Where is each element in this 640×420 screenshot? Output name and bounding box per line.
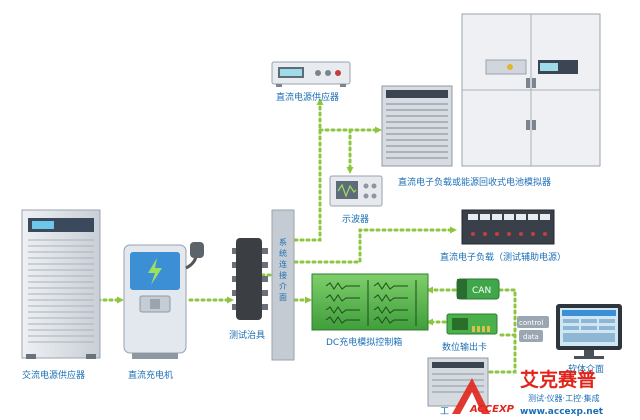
label-control: control xyxy=(519,319,543,327)
watermark xyxy=(452,378,490,414)
label-dc-power-supply: 直流电源供应器 xyxy=(276,91,339,103)
link-panel-to-dcload xyxy=(293,226,457,264)
label-system-panel-1: 系 xyxy=(279,237,287,247)
watermark-logo-text: ACCEXP xyxy=(469,404,515,415)
connection-lines xyxy=(96,98,517,374)
dc-control-box xyxy=(311,273,429,331)
can-module xyxy=(456,278,500,300)
label-system-panel-2: 统 xyxy=(279,248,287,258)
battery-simulator-cabinet xyxy=(461,13,601,167)
label-system-panel-4: 接 xyxy=(279,270,287,280)
test-fixture xyxy=(232,238,268,320)
data-tag xyxy=(519,330,543,342)
dc-charger xyxy=(123,242,204,359)
label-oscilloscope: 示波器 xyxy=(342,213,369,225)
label-dc-control-box: DC充电模拟控制箱 xyxy=(326,336,402,348)
label-dc-load-aux: 直流电子负载（测试辅助电源） xyxy=(440,251,566,263)
ac-power-supply xyxy=(21,209,101,359)
label-system-panel-6: 面 xyxy=(279,293,287,302)
digital-io-card xyxy=(446,313,498,335)
software-monitor xyxy=(556,304,622,359)
system-panel xyxy=(271,209,295,361)
label-test-fixture: 测试治具 xyxy=(229,329,265,341)
label-data: data xyxy=(523,333,539,341)
link-can-to-pc xyxy=(498,288,517,337)
label-software: 软体介面 xyxy=(568,363,604,375)
label-partial: 工 xyxy=(440,407,449,417)
control-tag xyxy=(517,316,549,328)
dc-load-aux xyxy=(461,209,555,245)
link-panel-to-psu xyxy=(293,98,324,242)
label-dc-charger: 直流充电机 xyxy=(128,369,173,381)
watermark-tagline: 测试·仪器·工控·集成 xyxy=(528,393,600,403)
label-digital-io: 数位输出卡 xyxy=(442,341,487,353)
oscilloscope xyxy=(329,175,383,207)
dc-power-supply xyxy=(271,61,351,87)
watermark-brand: 艾克赛普 xyxy=(520,368,596,391)
lightning-icon xyxy=(148,258,162,285)
watermark-url: www.accexp.net xyxy=(520,407,604,417)
label-ac-power-supply: 交流电源供应器 xyxy=(22,369,85,381)
label-system-panel-5: 介 xyxy=(279,282,287,291)
label-regen-load: 直流电子负载或能源回收式电池模拟器 xyxy=(398,176,551,188)
regen-load xyxy=(381,85,453,167)
label-system-panel-3: 连 xyxy=(279,259,287,269)
label-can: CAN xyxy=(472,286,491,296)
link-pc-to-ipc xyxy=(488,333,517,374)
